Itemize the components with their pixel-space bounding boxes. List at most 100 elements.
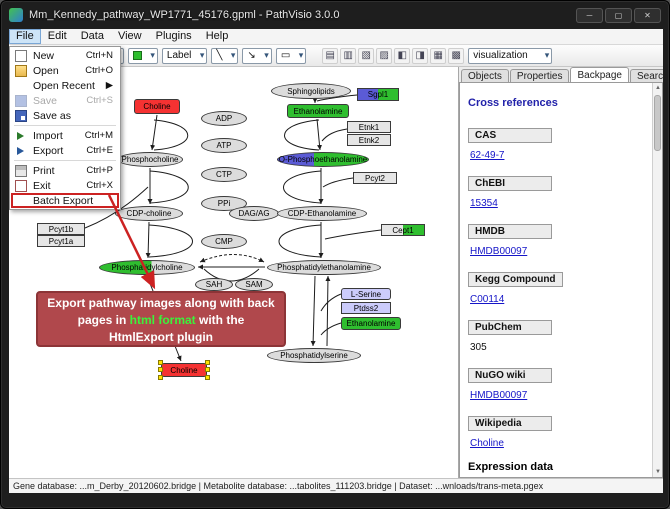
panel-scrollbar[interactable]: ▲ ▼: [652, 83, 662, 477]
pathway-node-cept1[interactable]: Cept1: [381, 224, 425, 236]
pathway-node-sphingolipids[interactable]: Sphingolipids: [271, 83, 351, 99]
pathway-node-atp[interactable]: ATP: [201, 138, 247, 153]
pathway-node-pcyt1b[interactable]: Pcyt1b: [37, 223, 85, 235]
menu-item-label: Save as: [33, 109, 71, 122]
pathway-node-sah[interactable]: SAH: [195, 278, 233, 291]
xref-link[interactable]: 15354: [470, 198, 498, 209]
pathway-node-etnk2[interactable]: Etnk2: [347, 134, 391, 146]
file-menu-item-open-recent[interactable]: Open Recent▶: [11, 78, 119, 93]
menu-plugins[interactable]: Plugins: [155, 30, 192, 42]
visualization-dropdown[interactable]: visualization: [468, 47, 553, 64]
connector-tool-icon: ↘: [247, 50, 256, 61]
pathway-node-phosphatidylserine[interactable]: Phosphatidylserine: [267, 348, 361, 363]
menu-data[interactable]: Data: [80, 30, 104, 42]
pathway-node-choline-top[interactable]: Choline: [134, 99, 180, 114]
pathway-node-dag-ag[interactable]: DAG/AG: [229, 206, 279, 221]
selection-handle[interactable]: [205, 360, 210, 365]
selection-handle[interactable]: [158, 367, 163, 372]
line-tool-dropdown[interactable]: ╲: [211, 47, 239, 64]
scroll-down-icon[interactable]: ▼: [655, 469, 661, 475]
new-file-icon: [15, 49, 27, 62]
pathway-node-phosphatidylethanolamine[interactable]: Phosphatidylethanolamine: [267, 260, 381, 275]
connector-tool-dropdown[interactable]: ↘: [242, 47, 272, 64]
submenu-arrow-icon: ▶: [105, 80, 113, 91]
pathway-node-ethanolamine-right[interactable]: Ethanolamine: [341, 317, 401, 330]
menubar: File Edit Data View Plugins Help: [9, 29, 663, 45]
common-width-icon[interactable]: ▦: [430, 47, 447, 64]
pathway-node-choline-bottom[interactable]: Choline: [158, 360, 210, 380]
menu-separator: [14, 125, 116, 126]
file-menu-item-batch-export[interactable]: Batch Export: [11, 193, 119, 208]
common-height-icon[interactable]: ▩: [448, 47, 465, 64]
save-as-icon: [15, 109, 27, 122]
file-menu-item-save-as[interactable]: Save as: [11, 108, 119, 123]
pathway-node-ctp[interactable]: CTP: [201, 167, 247, 182]
align-bottom-icon[interactable]: ◨: [412, 47, 429, 64]
tab-objects[interactable]: Objects: [461, 69, 509, 82]
pathway-node-sam[interactable]: SAM: [235, 278, 273, 291]
pathway-node-cmp[interactable]: CMP: [201, 234, 247, 249]
pathway-node-etnk1[interactable]: Etnk1: [347, 121, 391, 133]
label-tool-dropdown[interactable]: Label: [161, 47, 208, 64]
align-center-y-icon[interactable]: ▥: [340, 47, 357, 64]
align-left-icon[interactable]: ▧: [358, 47, 375, 64]
xref-link[interactable]: 62-49-7: [470, 150, 505, 161]
xref-link[interactable]: HMDB00097: [470, 390, 528, 401]
pathway-canvas[interactable]: Export pathway images along with back pa…: [9, 67, 459, 478]
tab-backpage[interactable]: Backpage: [570, 67, 629, 82]
align-center-x-icon[interactable]: ▤: [322, 47, 339, 64]
close-button[interactable]: ✕: [634, 7, 661, 23]
menu-help[interactable]: Help: [205, 30, 229, 42]
xref-link[interactable]: C00114: [470, 294, 505, 305]
menu-file[interactable]: File: [9, 29, 41, 44]
pathway-node-pcyt1a[interactable]: Pcyt1a: [37, 235, 85, 247]
selection-handle[interactable]: [158, 360, 163, 365]
titlebar[interactable]: Mm_Kennedy_pathway_WP1771_45176.gpml - P…: [1, 1, 669, 29]
pathway-node-o-phosphoethanolamine[interactable]: O-Phosphoethanolamine: [277, 152, 369, 167]
datanode-tool-dropdown[interactable]: [127, 47, 158, 64]
pathway-node-cdp-ethanolamine[interactable]: CDP-Ethanolamine: [277, 206, 367, 221]
pathway-node-ethanolamine-top[interactable]: Ethanolamine: [287, 104, 349, 118]
pathway-node-pcyt2[interactable]: Pcyt2: [353, 172, 397, 184]
xref-link[interactable]: Choline: [470, 438, 504, 449]
selection-handle[interactable]: [205, 375, 210, 380]
scroll-up-icon[interactable]: ▲: [655, 85, 661, 91]
selection-handle[interactable]: [205, 367, 210, 372]
main-row: Export pathway images along with back pa…: [9, 67, 663, 478]
menu-edit[interactable]: Edit: [47, 30, 67, 42]
shape-tool-dropdown[interactable]: ▭: [275, 47, 307, 64]
xref-link[interactable]: HMDB00097: [470, 246, 528, 257]
menu-item-shortcut: Ctrl+N: [85, 50, 113, 61]
menu-item-label: Print: [33, 164, 55, 177]
menu-item-label: Export: [33, 144, 64, 157]
pathway-node-ptdss2[interactable]: Ptdss2: [341, 302, 391, 314]
pathway-node-phosphatidylcholine[interactable]: Phosphatidylcholine: [99, 260, 195, 275]
pathway-node-l-serine[interactable]: L-Serine: [341, 288, 391, 300]
align-top-icon[interactable]: ◧: [394, 47, 411, 64]
save-icon: [15, 94, 27, 107]
selection-handle[interactable]: [158, 375, 163, 380]
menu-separator: [14, 160, 116, 161]
align-right-icon[interactable]: ▨: [376, 47, 393, 64]
tab-properties[interactable]: Properties: [509, 69, 570, 82]
scrollbar-thumb[interactable]: [654, 95, 661, 151]
pathway-node-phosphocholine[interactable]: Phosphocholine: [117, 152, 183, 167]
callout-line2-post: with the: [195, 313, 245, 327]
menu-item-icon: [15, 80, 27, 92]
maximize-button[interactable]: ▢: [605, 7, 632, 23]
tab-search[interactable]: Search: [629, 69, 663, 82]
pathway-node-adp[interactable]: ADP: [201, 111, 247, 126]
pathway-node-sgpl1[interactable]: Sgpl1: [357, 88, 399, 101]
menu-view[interactable]: View: [117, 30, 142, 42]
pathway-node-cdp-choline[interactable]: CDP-choline: [115, 206, 183, 221]
minimize-button[interactable]: ─: [576, 7, 603, 23]
